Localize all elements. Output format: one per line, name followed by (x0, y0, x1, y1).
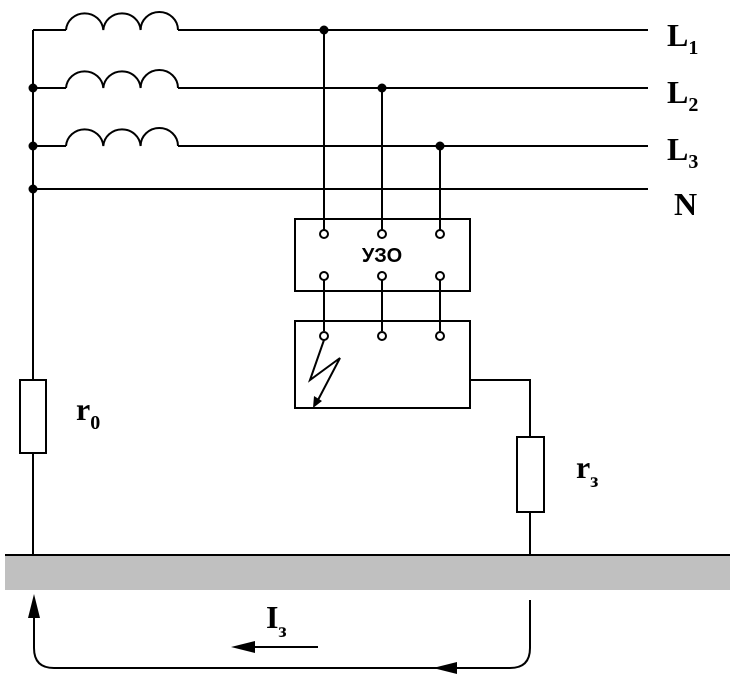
coil-l1-icon (65, 11, 179, 31)
load-box (294, 320, 471, 409)
ground-strip (5, 555, 730, 590)
resistor-rz (516, 436, 545, 513)
arrow-up-icon (28, 594, 40, 618)
earth-wire (470, 379, 531, 437)
line-l1 (33, 11, 648, 31)
label-rz: rз (576, 449, 598, 492)
coil-l2-icon (65, 69, 179, 89)
rcd-terminal (319, 229, 329, 239)
line-l3 (33, 127, 648, 147)
coil-l3-icon (65, 127, 179, 147)
line-l2 (33, 69, 648, 89)
rcd-terminal (435, 271, 445, 281)
rcd-terminal (319, 271, 329, 281)
fault-lightning-icon (307, 339, 341, 408)
label-n: N (674, 186, 697, 222)
junction-dot (435, 141, 445, 151)
rcd-label: УЗО (362, 245, 402, 267)
junction-dot (28, 184, 38, 194)
load-terminal (319, 331, 329, 341)
label-r0: r0 (76, 391, 100, 434)
label-l1: L1 (667, 17, 698, 59)
junction-dot (319, 25, 329, 35)
label-l2: L2 (667, 74, 698, 116)
arrow-left-icon (433, 662, 457, 674)
rcd-terminal (435, 229, 445, 239)
load-terminal (377, 331, 387, 341)
rcd-terminal (377, 229, 387, 239)
fault-current-path (33, 600, 531, 669)
current-arrow-icon (231, 641, 255, 653)
junction-dot (377, 83, 387, 93)
resistor-r0 (19, 379, 47, 454)
junction-dot (28, 141, 38, 151)
label-current: Iз (266, 599, 287, 642)
label-l3: L3 (667, 131, 698, 173)
load-terminal (435, 331, 445, 341)
junction-dot (28, 83, 38, 93)
rcd-terminal (377, 271, 387, 281)
